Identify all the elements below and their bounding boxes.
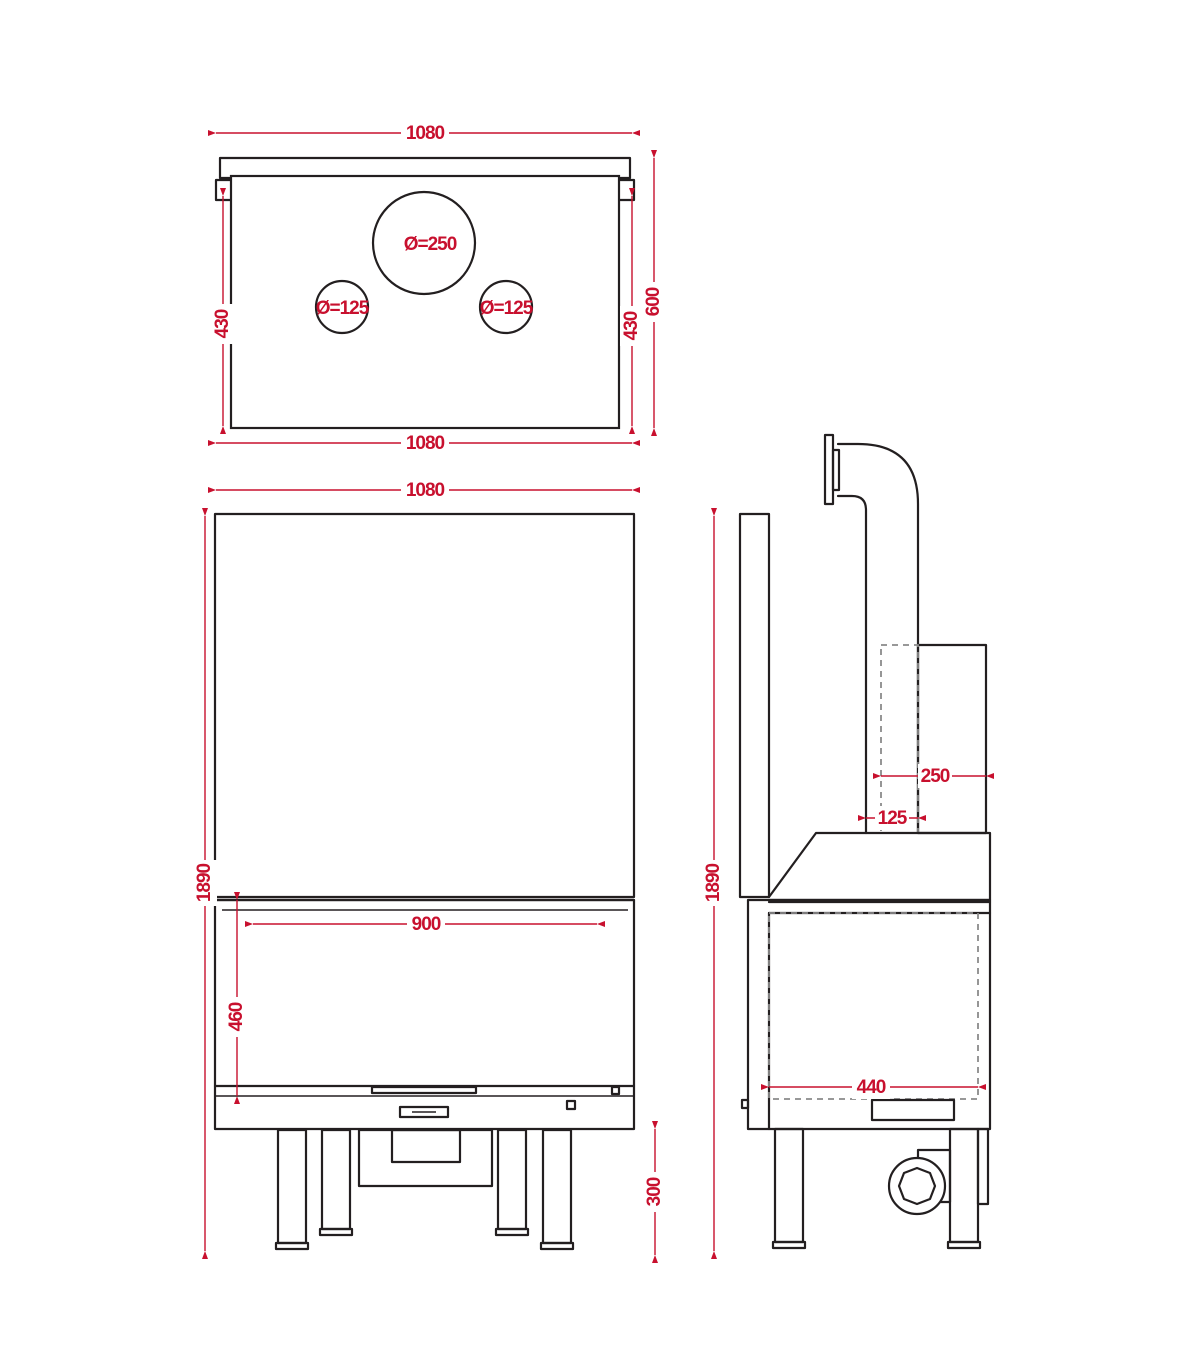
side-leg-rear [948, 1127, 980, 1244]
flue-right-label: Ø=125 [480, 298, 534, 319]
side-hood-slope [767, 831, 992, 902]
front-door-handle [370, 1085, 478, 1095]
dim-leg-height-label: 300 [644, 1177, 665, 1206]
dim-top-width-label: 1080 [406, 123, 445, 144]
side-front-panel [738, 512, 771, 899]
dim-side-height-label: 1890 [703, 863, 724, 902]
side-firebox-hidden [768, 912, 979, 1100]
top-view-body [229, 174, 621, 430]
front-ashbox [357, 1128, 494, 1188]
dim-top-depth-left-label: 430 [212, 309, 233, 338]
dim-side-depth-label: 440 [857, 1077, 886, 1098]
flue-left-label: Ø=125 [316, 298, 370, 319]
side-view: 1890 250 125 440 [702, 433, 994, 1259]
side-air-inlet [887, 1156, 947, 1216]
flue-outlet-right [478, 279, 534, 335]
front-hood [213, 512, 636, 899]
side-firebox [746, 898, 992, 1131]
dim-top-depth-right-label: 430 [621, 311, 642, 340]
side-flue-flange [823, 433, 835, 506]
front-air-control [398, 1105, 450, 1119]
front-leg-1 [276, 1128, 308, 1245]
side-leg-front [773, 1127, 805, 1244]
dim-front-height-label: 1890 [194, 863, 215, 902]
top-view-left-bracket [214, 178, 234, 202]
front-leg-4 [541, 1128, 573, 1245]
front-ashbox-inner [390, 1128, 462, 1164]
side-ashpan [870, 1098, 956, 1122]
front-knob-small [565, 1099, 577, 1111]
side-air-inlet-nut [897, 1166, 937, 1206]
side-duct-hidden [880, 644, 919, 834]
flue-outlet-left [314, 279, 370, 335]
dim-opening-width-label: 900 [412, 914, 441, 935]
dim-opening-height-label: 460 [226, 1002, 247, 1031]
front-leg-3 [496, 1128, 528, 1231]
side-rear-duct [916, 643, 988, 835]
flue-outlet-main [371, 190, 477, 296]
front-view: 1080 1890 900 460 300 [193, 478, 667, 1263]
front-leg-2 [320, 1128, 352, 1231]
dim-duct-width-label: 250 [921, 766, 950, 787]
dim-pipe-width-label: 125 [878, 808, 908, 829]
top-view: Ø=250 Ø=125 Ø=125 1080 1080 430 430 600 [208, 121, 666, 455]
dim-top-depth-total-label: 600 [643, 287, 664, 316]
dim-front-width-label: 1080 [406, 480, 445, 501]
dim-top-width-bottom-label: 1080 [406, 433, 445, 454]
front-knob-corner [610, 1085, 621, 1096]
side-control-knob [740, 1098, 750, 1110]
side-flue-pipe-elbow [836, 442, 920, 835]
flue-main-label: Ø=250 [404, 234, 457, 255]
